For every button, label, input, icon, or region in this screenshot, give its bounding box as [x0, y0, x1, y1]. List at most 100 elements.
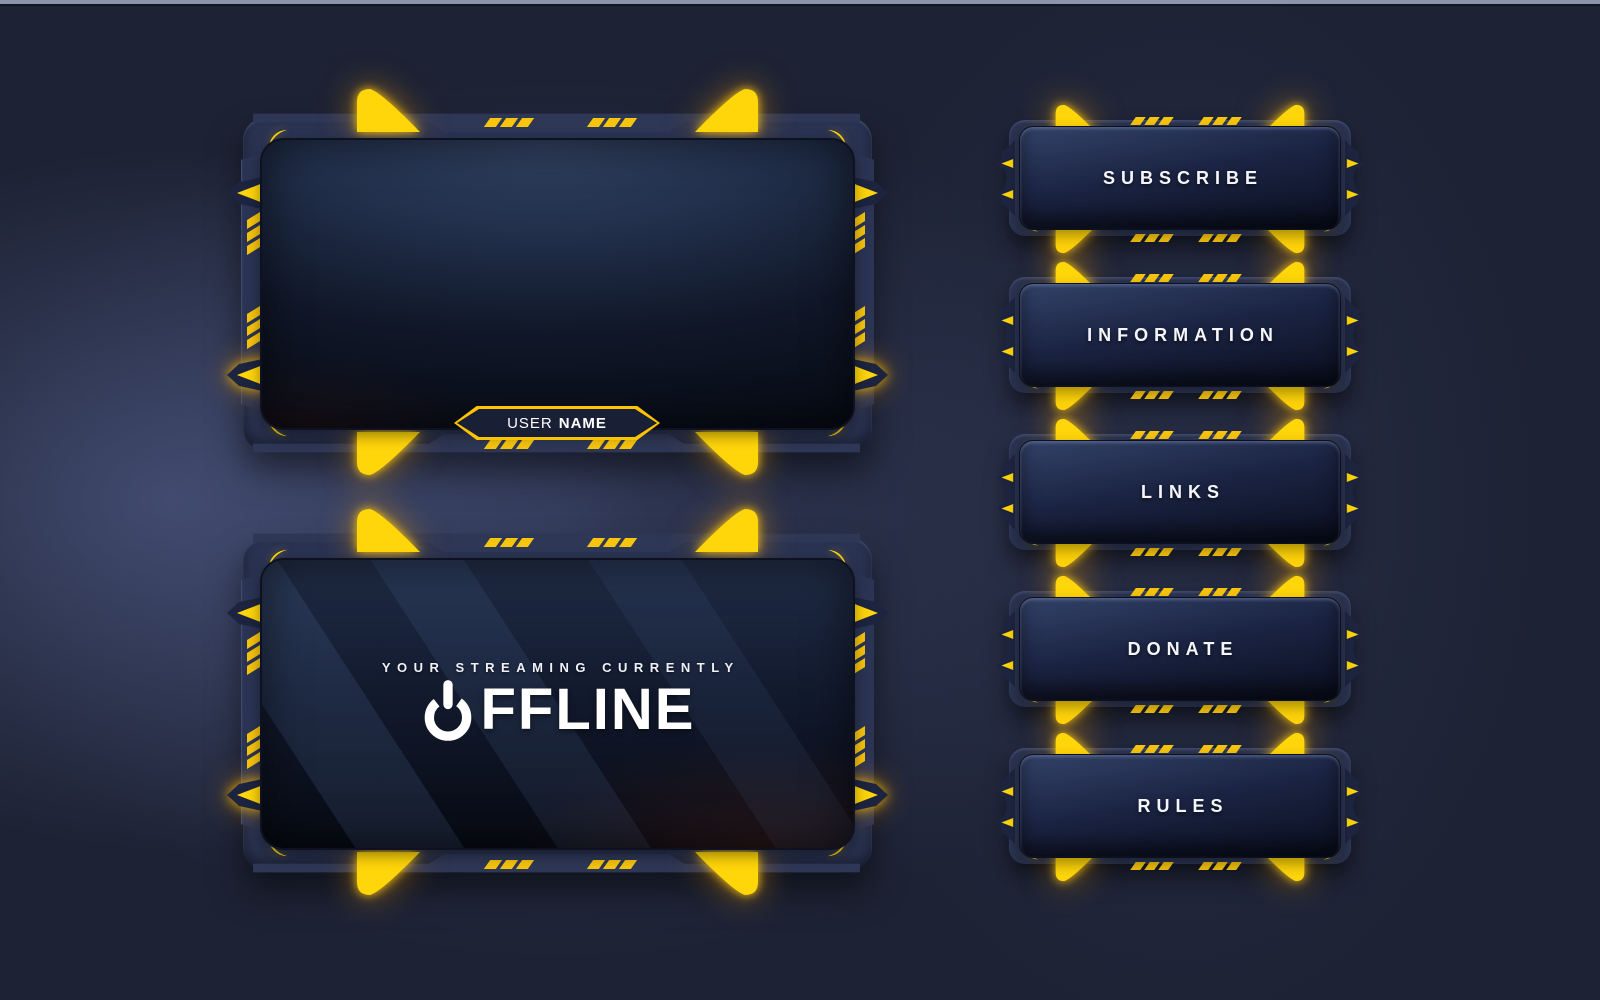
button-face: DONATE	[1019, 597, 1341, 701]
corner-fin-icon	[692, 86, 762, 132]
button-label: RULES	[1137, 795, 1229, 816]
hazard-dashes-icon	[586, 440, 638, 449]
side-triangle-icon	[997, 343, 1015, 360]
webcam-screen	[260, 138, 855, 430]
button-label: LINKS	[1141, 481, 1225, 502]
hazard-dashes-icon	[1130, 548, 1174, 556]
hazard-dashes-icon	[586, 860, 638, 869]
side-triangle-icon	[227, 596, 267, 630]
side-notch	[1345, 611, 1359, 687]
hazard-dashes-icon	[1130, 234, 1174, 242]
hazard-dashes-icon	[1198, 548, 1242, 556]
side-triangle-icon	[997, 783, 1015, 800]
side-notch	[1001, 768, 1015, 844]
hazard-dashes-icon	[1130, 391, 1174, 399]
hazard-dashes-icon	[483, 860, 535, 869]
frame-top-bar	[253, 113, 860, 132]
side-triangle-icon	[997, 814, 1015, 831]
hazard-dashes-icon	[586, 118, 638, 127]
hazard-dashes-icon	[1198, 391, 1242, 399]
hazard-dashes-icon	[1198, 588, 1242, 596]
hazard-dashes-icon	[1198, 431, 1242, 439]
side-triangle-icon	[227, 778, 267, 812]
crescent-icon	[267, 548, 289, 570]
side-triangle-icon	[997, 312, 1015, 329]
side-triangle-icon	[1345, 626, 1363, 643]
side-notch	[1345, 454, 1359, 530]
username-badge: USER NAME	[454, 406, 660, 440]
corner-fin-icon	[1053, 695, 1099, 727]
username-text: USER NAME	[454, 406, 660, 440]
side-triangle-icon	[1345, 469, 1363, 486]
side-notch	[1345, 297, 1359, 373]
offline-message: YOUR STREAMING CURRENTLY FFLINE	[260, 554, 855, 846]
panel-button-information[interactable]: INFORMATION	[995, 257, 1365, 414]
side-triangle-icon	[227, 176, 267, 210]
corner-fin-icon	[1053, 852, 1099, 884]
side-triangle-icon	[1345, 783, 1363, 800]
hazard-dashes-icon	[586, 538, 638, 547]
panel-button-rules[interactable]: RULES	[995, 728, 1365, 885]
side-triangle-icon	[997, 186, 1015, 203]
crescent-icon	[267, 128, 289, 150]
button-label: INFORMATION	[1087, 324, 1279, 345]
hazard-dashes-icon	[483, 538, 535, 547]
side-notch	[1001, 611, 1015, 687]
hazard-dashes-icon	[483, 440, 535, 449]
button-face: INFORMATION	[1019, 283, 1341, 387]
hazard-dashes-icon	[1130, 745, 1174, 753]
corner-fin-icon	[353, 852, 423, 898]
username-bold: NAME	[558, 414, 607, 432]
corner-fin-icon	[1053, 381, 1099, 413]
corner-fin-icon	[1261, 852, 1307, 884]
side-triangle-icon	[1345, 500, 1363, 517]
corner-fin-icon	[1261, 381, 1307, 413]
side-triangle-icon	[1345, 312, 1363, 329]
hazard-dashes-icon	[1130, 117, 1174, 125]
corner-fin-icon	[1261, 695, 1307, 727]
hazard-dashes-icon	[1198, 274, 1242, 282]
offline-title: FFLINE	[420, 679, 696, 741]
hazard-dashes-icon	[1198, 745, 1242, 753]
side-triangle-icon	[848, 778, 888, 812]
side-triangle-icon	[997, 500, 1015, 517]
button-label: SUBSCRIBE	[1102, 167, 1263, 188]
hazard-dashes-icon	[1198, 117, 1242, 125]
frame-top-bar	[253, 533, 860, 552]
side-triangle-icon	[997, 469, 1015, 486]
corner-fin-icon	[1053, 538, 1099, 570]
side-triangle-icon	[848, 596, 888, 630]
hazard-dashes-icon	[1130, 862, 1174, 870]
side-triangle-icon	[1345, 186, 1363, 203]
hazard-dashes-icon	[1198, 705, 1242, 713]
webcam-frame: USER NAME	[227, 82, 888, 482]
username-regular: USER	[507, 414, 553, 432]
hazard-dashes-icon	[1198, 234, 1242, 242]
panel-button-links[interactable]: LINKS	[995, 414, 1365, 571]
offline-frame: YOUR STREAMING CURRENTLY FFLINE	[227, 502, 888, 902]
side-triangle-icon	[997, 657, 1015, 674]
side-notch	[1345, 140, 1359, 216]
button-face: RULES	[1019, 754, 1341, 858]
hazard-dashes-icon	[1130, 588, 1174, 596]
panel-button-donate[interactable]: DONATE	[995, 571, 1365, 728]
side-triangle-icon	[1345, 814, 1363, 831]
corner-fin-icon	[353, 432, 423, 478]
hazard-dashes-icon	[1130, 431, 1174, 439]
side-notch	[1001, 454, 1015, 530]
panel-button-subscribe[interactable]: SUBSCRIBE	[995, 100, 1365, 257]
power-icon	[420, 679, 476, 741]
top-edge-strip	[0, 0, 1600, 6]
side-triangle-icon	[1345, 343, 1363, 360]
crescent-icon	[826, 128, 848, 150]
corner-fin-icon	[692, 852, 762, 898]
side-triangle-icon	[1345, 657, 1363, 674]
hazard-dashes-icon	[1130, 705, 1174, 713]
side-triangle-icon	[848, 176, 888, 210]
button-face: SUBSCRIBE	[1019, 126, 1341, 230]
crescent-icon	[826, 548, 848, 570]
corner-fin-icon	[692, 432, 762, 478]
frame-bottom-bar	[253, 854, 860, 873]
hazard-dashes-icon	[483, 118, 535, 127]
side-notch	[1345, 768, 1359, 844]
